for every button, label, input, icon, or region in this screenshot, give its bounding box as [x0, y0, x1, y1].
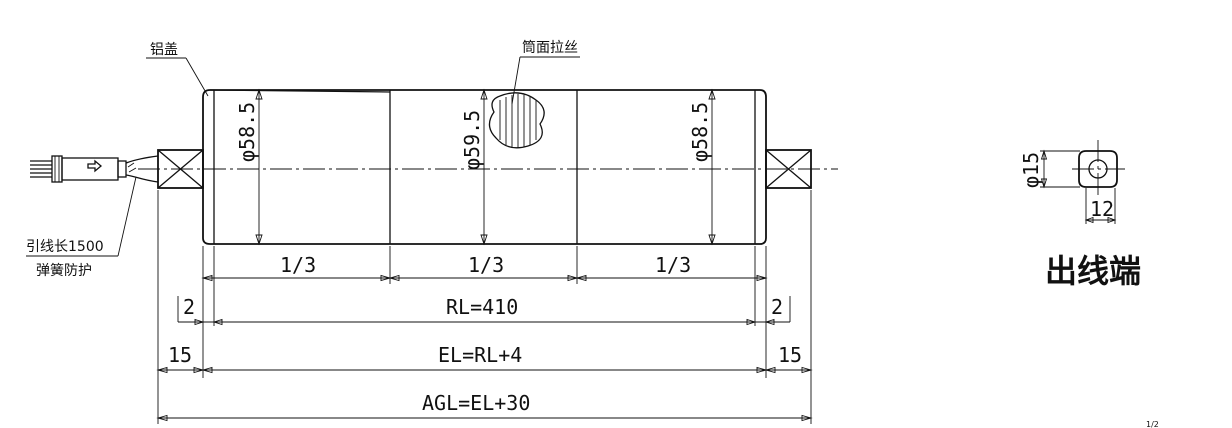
extension-lines	[157, 190, 812, 424]
el-dimension	[156, 366, 813, 374]
dia-right-label: φ58.5	[688, 102, 712, 162]
brushed-surface-symbol	[488, 92, 545, 149]
roller-tube	[202, 88, 767, 246]
aluminum-cap-label: 铝盖	[150, 42, 178, 58]
aluminum-cap-leader	[146, 57, 209, 97]
spring-protect-label: 弹簧防护	[36, 263, 92, 279]
tube-brushed-leader	[511, 56, 580, 105]
shaft-right-label: 15	[778, 343, 802, 367]
page-mark: 1/2	[1146, 420, 1159, 428]
outlet-end-title: 出线端	[1045, 252, 1141, 290]
third-1-label: 1/3	[280, 253, 316, 277]
dia-center-label: φ59.5	[460, 110, 484, 170]
gap-left-label: 2	[183, 295, 195, 319]
tube-brushed-label: 筒面拉丝	[522, 39, 578, 56]
outlet-end-view	[1040, 140, 1125, 224]
thirds-dimension	[201, 274, 768, 282]
end-flat-label: 12	[1090, 197, 1114, 221]
agl-label: AGL=EL+30	[422, 391, 530, 415]
el-label: EL=RL+4	[438, 343, 522, 367]
third-3-label: 1/3	[655, 253, 691, 277]
end-dia-label: φ15	[1019, 152, 1043, 188]
lead-leader	[26, 176, 137, 257]
gap-right-label: 2	[771, 295, 783, 319]
dia-left-label: φ58.5	[235, 102, 259, 162]
agl-dimension	[156, 414, 813, 422]
left-shaft-block	[157, 149, 204, 189]
rl-label: RL=410	[446, 295, 518, 319]
cable-connector	[30, 155, 159, 183]
third-2-label: 1/3	[468, 253, 504, 277]
rl-dimension	[177, 296, 791, 326]
lead-length-label: 引线长1500	[26, 239, 104, 255]
shaft-left-label: 15	[168, 343, 192, 367]
